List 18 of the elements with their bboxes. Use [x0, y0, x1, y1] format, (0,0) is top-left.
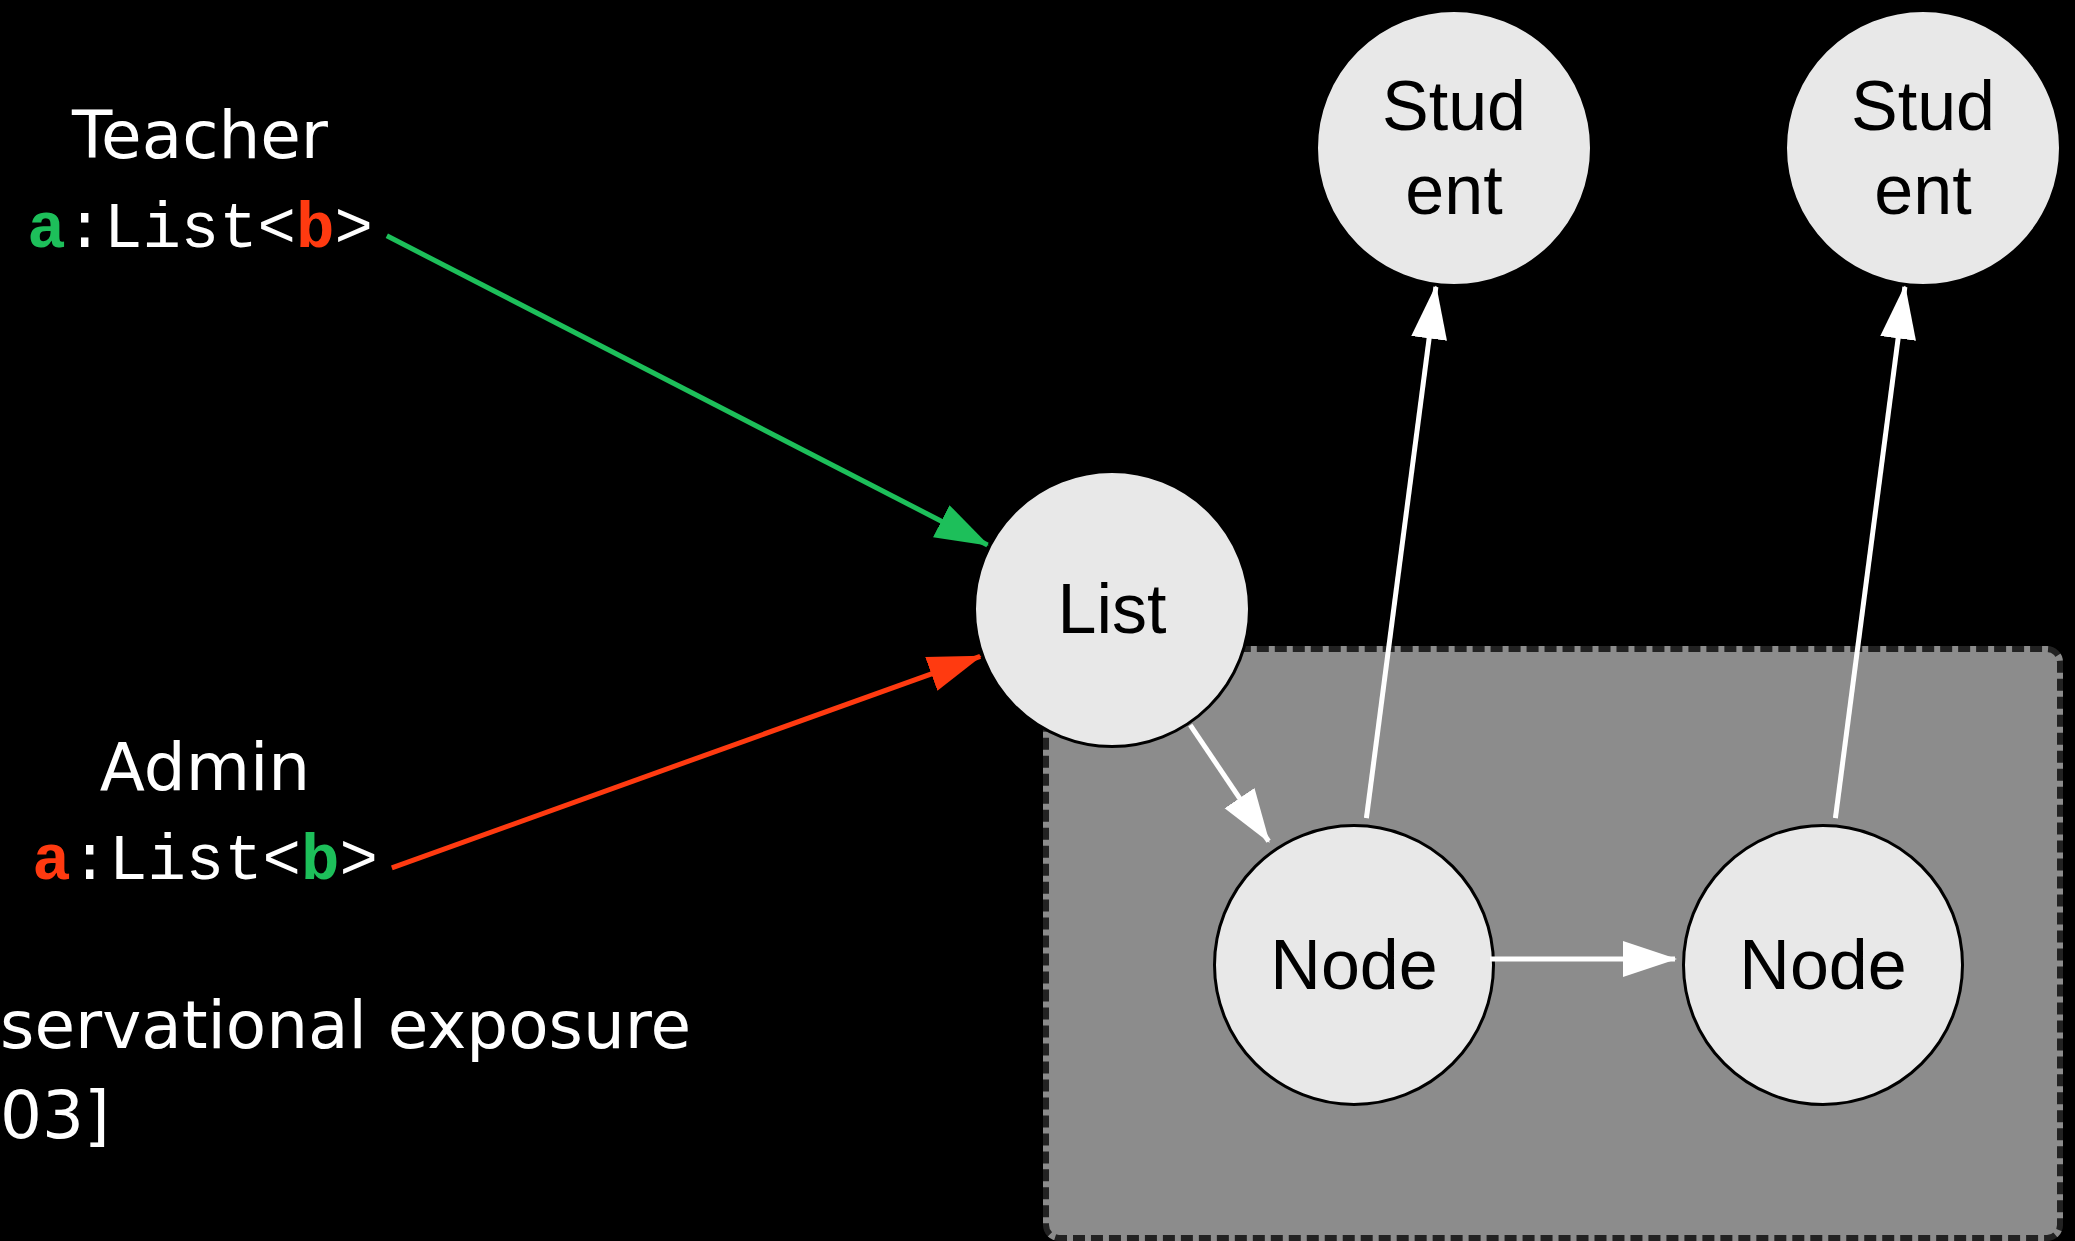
type-signature: a:List<b> — [32, 826, 378, 897]
arrow — [385, 233, 990, 548]
node-label: Node — [1738, 925, 1908, 1006]
arrow — [1363, 284, 1447, 819]
arrow — [1832, 284, 1916, 819]
role-title: Admin — [99, 732, 311, 805]
role-title: Teacher — [72, 100, 328, 173]
arrow — [1188, 723, 1271, 843]
note-text: servational exposure — [0, 990, 692, 1063]
dashed-region — [1043, 646, 2063, 1241]
node-label: Stud ent — [1381, 66, 1527, 231]
node-label: Node — [1269, 925, 1439, 1006]
arrow — [1490, 941, 1677, 977]
node-label: List — [1056, 569, 1168, 650]
note-text: 03] — [0, 1080, 110, 1153]
arrow — [391, 654, 983, 871]
node-label: Stud ent — [1850, 66, 1996, 231]
type-signature: a:List<b> — [27, 194, 373, 265]
